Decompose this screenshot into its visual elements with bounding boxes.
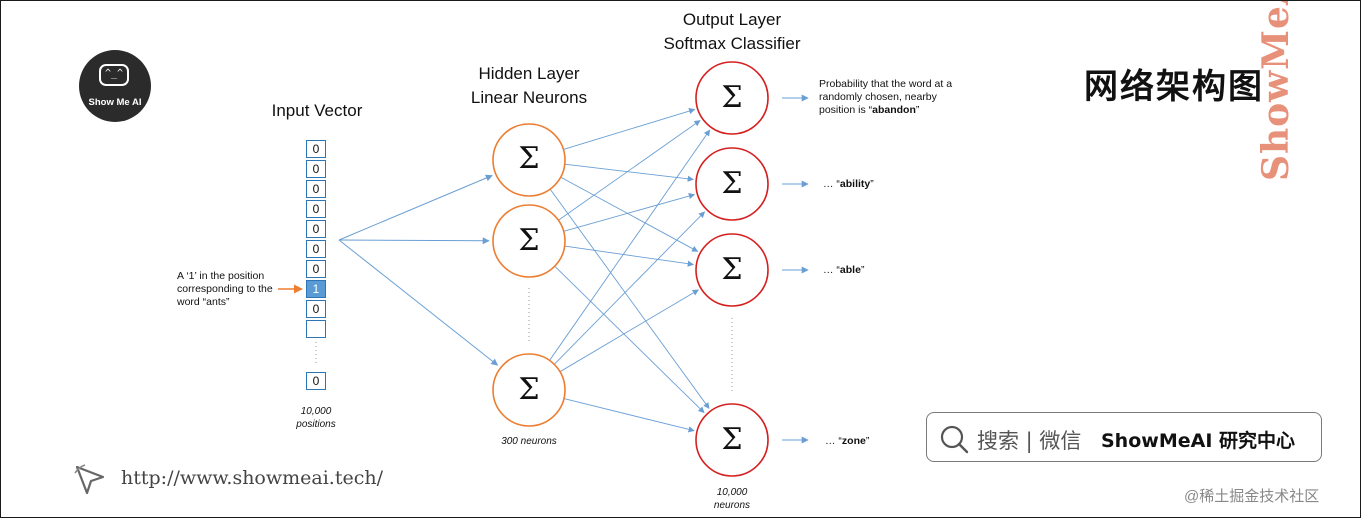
output-word-label: … “ability” (823, 178, 874, 190)
hidden-to-output-edge (563, 398, 695, 433)
input-to-hidden-edge (338, 237, 490, 245)
vector-cell-active: 1 (306, 280, 326, 298)
watermark: @稀土掘金技术社区 (1184, 488, 1320, 505)
hidden-to-output-edge (560, 176, 699, 252)
vector-cell: 0 (306, 160, 326, 178)
input-to-hidden-edge (338, 239, 499, 366)
input-layer-title: Input Vector (271, 101, 363, 120)
page-title: 网络架构图 (1084, 67, 1264, 107)
output-word-label: … “able” (823, 264, 865, 276)
side-brand: ShowMeAI (1255, 0, 1297, 181)
vector-cell: 0 (306, 240, 326, 258)
robot-icon: ^_^ Show Me AI (79, 50, 151, 122)
output-count-label: 10,000 neurons (713, 487, 751, 511)
input-to-hidden-edge (338, 174, 493, 241)
output-word-label: … “zone” (825, 435, 870, 447)
output-layer-title: Output Layer Softmax Classifier (663, 10, 801, 53)
vector-cell: 0 (306, 140, 326, 158)
hidden-neuron-symbol: Σ (518, 141, 540, 176)
vector-cell: 0 (306, 260, 326, 278)
hidden-count-label: 300 neurons (501, 436, 557, 447)
output-probability-note: Probability that the word at a randomly … (819, 78, 953, 116)
vector-cell: 0 (306, 220, 326, 238)
vector-cell: 0 (306, 180, 326, 198)
hidden-layer-title: Hidden Layer Linear Neurons (470, 64, 588, 107)
hidden-to-output-edge (553, 211, 706, 365)
search-icon (940, 425, 969, 454)
output-neuron-symbol: Σ (721, 252, 743, 287)
wechat-search-box[interactable]: 搜索 | 微信 ShowMeAI 研究中心 (926, 412, 1322, 462)
hidden-neuron (492, 204, 566, 278)
hidden-neuron-symbol: Σ (518, 372, 540, 407)
hidden-neuron-symbol: Σ (518, 223, 540, 258)
hidden-to-output-edge (549, 129, 711, 361)
hidden-neuron (492, 123, 566, 197)
hidden-to-output-edge (549, 188, 710, 409)
hidden-to-output-edge (558, 120, 701, 221)
output-neuron-symbol: Σ (721, 422, 743, 457)
output-neuron-symbol: Σ (721, 80, 743, 115)
hidden-neuron (492, 353, 566, 427)
hidden-to-output-edge (563, 108, 696, 150)
output-neuron (695, 61, 769, 135)
hidden-to-output-edge (554, 265, 705, 414)
output-neuron-symbol: Σ (721, 166, 743, 201)
search-label: 搜索 | 微信 (977, 429, 1082, 453)
search-brand: ShowMeAI 研究中心 (1101, 430, 1295, 452)
vector-cell: 0 (306, 300, 326, 318)
output-neuron (695, 147, 769, 221)
hidden-to-output-edge (564, 245, 695, 267)
logo-text: Show Me AI (88, 97, 142, 108)
vector-cell: 0 (306, 200, 326, 218)
hidden-to-output-edge (564, 163, 694, 182)
output-neuron (695, 403, 769, 477)
hidden-to-output-edge (563, 193, 696, 232)
vector-cell (306, 320, 326, 338)
input-size-label: 10,000 positions (296, 406, 336, 430)
input-annotation: A ‘1’ in the position corresponding to t… (177, 270, 273, 308)
cursor-icon (74, 464, 105, 495)
hidden-to-output-edge (559, 289, 699, 373)
vector-cell-last: 0 (306, 372, 326, 390)
site-url-link[interactable]: http://www.showmeai.tech/ (121, 467, 384, 489)
url-row[interactable]: http://www.showmeai.tech/ (73, 463, 383, 504)
output-neuron (695, 233, 769, 307)
